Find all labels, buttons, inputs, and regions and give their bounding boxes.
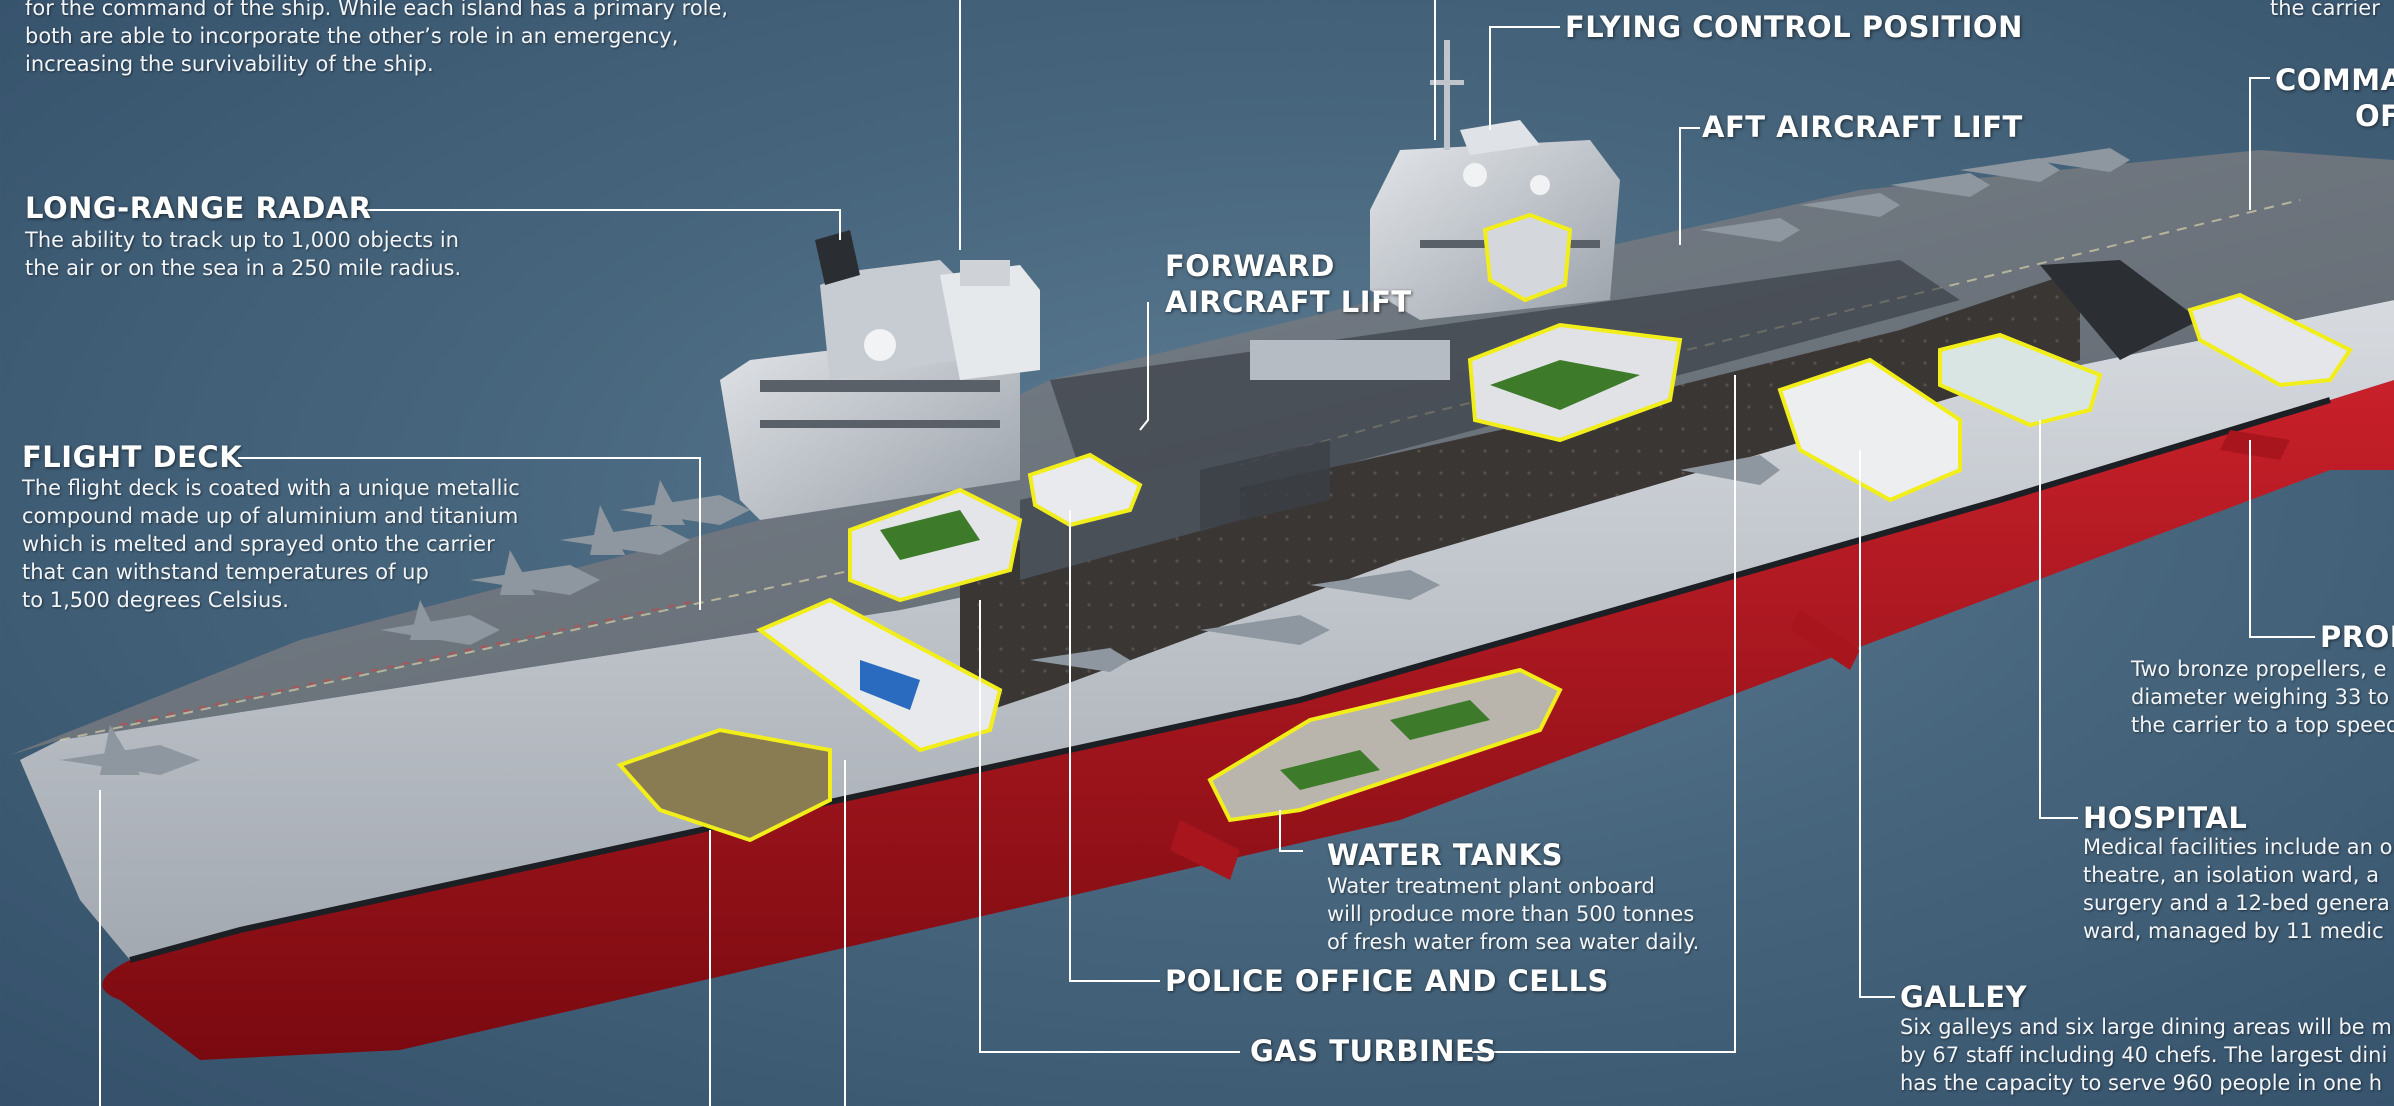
intro-line: both are able to incorporate the other’s… bbox=[25, 24, 679, 48]
intro-line: increasing the survivability of the ship… bbox=[25, 52, 434, 76]
forward-lift-compartment bbox=[1027, 452, 1143, 528]
gas-turbines-title: GAS TURBINES bbox=[1250, 1034, 1497, 1068]
forward-aircraft-lift-title: FORWARD AIRCRAFT LIFT bbox=[1165, 249, 1412, 319]
aft-aircraft-lift-title: AFT AIRCRAFT LIFT bbox=[1702, 110, 2023, 144]
forward-island bbox=[720, 230, 1040, 520]
flying-control-position-title: FLYING CONTROL POSITION bbox=[1565, 10, 2023, 44]
hull-red-waterline bbox=[102, 380, 2394, 1060]
flight-deck-title: FLIGHT DECK bbox=[22, 440, 243, 474]
propellers-description: Two bronze propellers, e diameter weighi… bbox=[2131, 657, 2394, 737]
galley-title: GALLEY bbox=[1900, 980, 2028, 1014]
flying-control-compartment bbox=[1482, 212, 1573, 303]
top-right-fragment: the carrier bbox=[2270, 0, 2380, 20]
intro-text: for the command of the ship. While each … bbox=[25, 0, 728, 78]
hospital-compartment bbox=[1938, 332, 2103, 428]
compartment-highlights bbox=[616, 212, 2353, 843]
long-range-radar-description: The ability to track up to 1,000 objects… bbox=[25, 228, 462, 280]
galley-compartment bbox=[1777, 357, 1962, 503]
gas-turbine-compartment bbox=[616, 727, 832, 843]
leader-lines bbox=[99, 0, 2315, 1106]
galley-description: Six galleys and six large dining areas w… bbox=[1900, 1015, 2392, 1095]
command-office-title: COMMA OF bbox=[2275, 63, 2394, 133]
water-tanks-description: Water treatment plant onboard will produ… bbox=[1327, 874, 1700, 954]
propellers-title: PROP bbox=[2320, 620, 2394, 654]
long-range-radar-title: LONG-RANGE RADAR bbox=[25, 191, 372, 225]
flight-deck-description: The flight deck is coated with a unique … bbox=[22, 476, 520, 612]
hospital-title: HOSPITAL bbox=[2083, 801, 2248, 835]
command-office-compartment bbox=[2187, 292, 2353, 388]
water-tanks-title: WATER TANKS bbox=[1327, 838, 1563, 872]
police-office-title: POLICE OFFICE AND CELLS bbox=[1165, 964, 1609, 998]
hospital-description: Medical facilities include an o theatre,… bbox=[2083, 835, 2393, 943]
aircraft-group bbox=[60, 148, 2130, 775]
intro-line: for the command of the ship. While each … bbox=[25, 0, 729, 20]
